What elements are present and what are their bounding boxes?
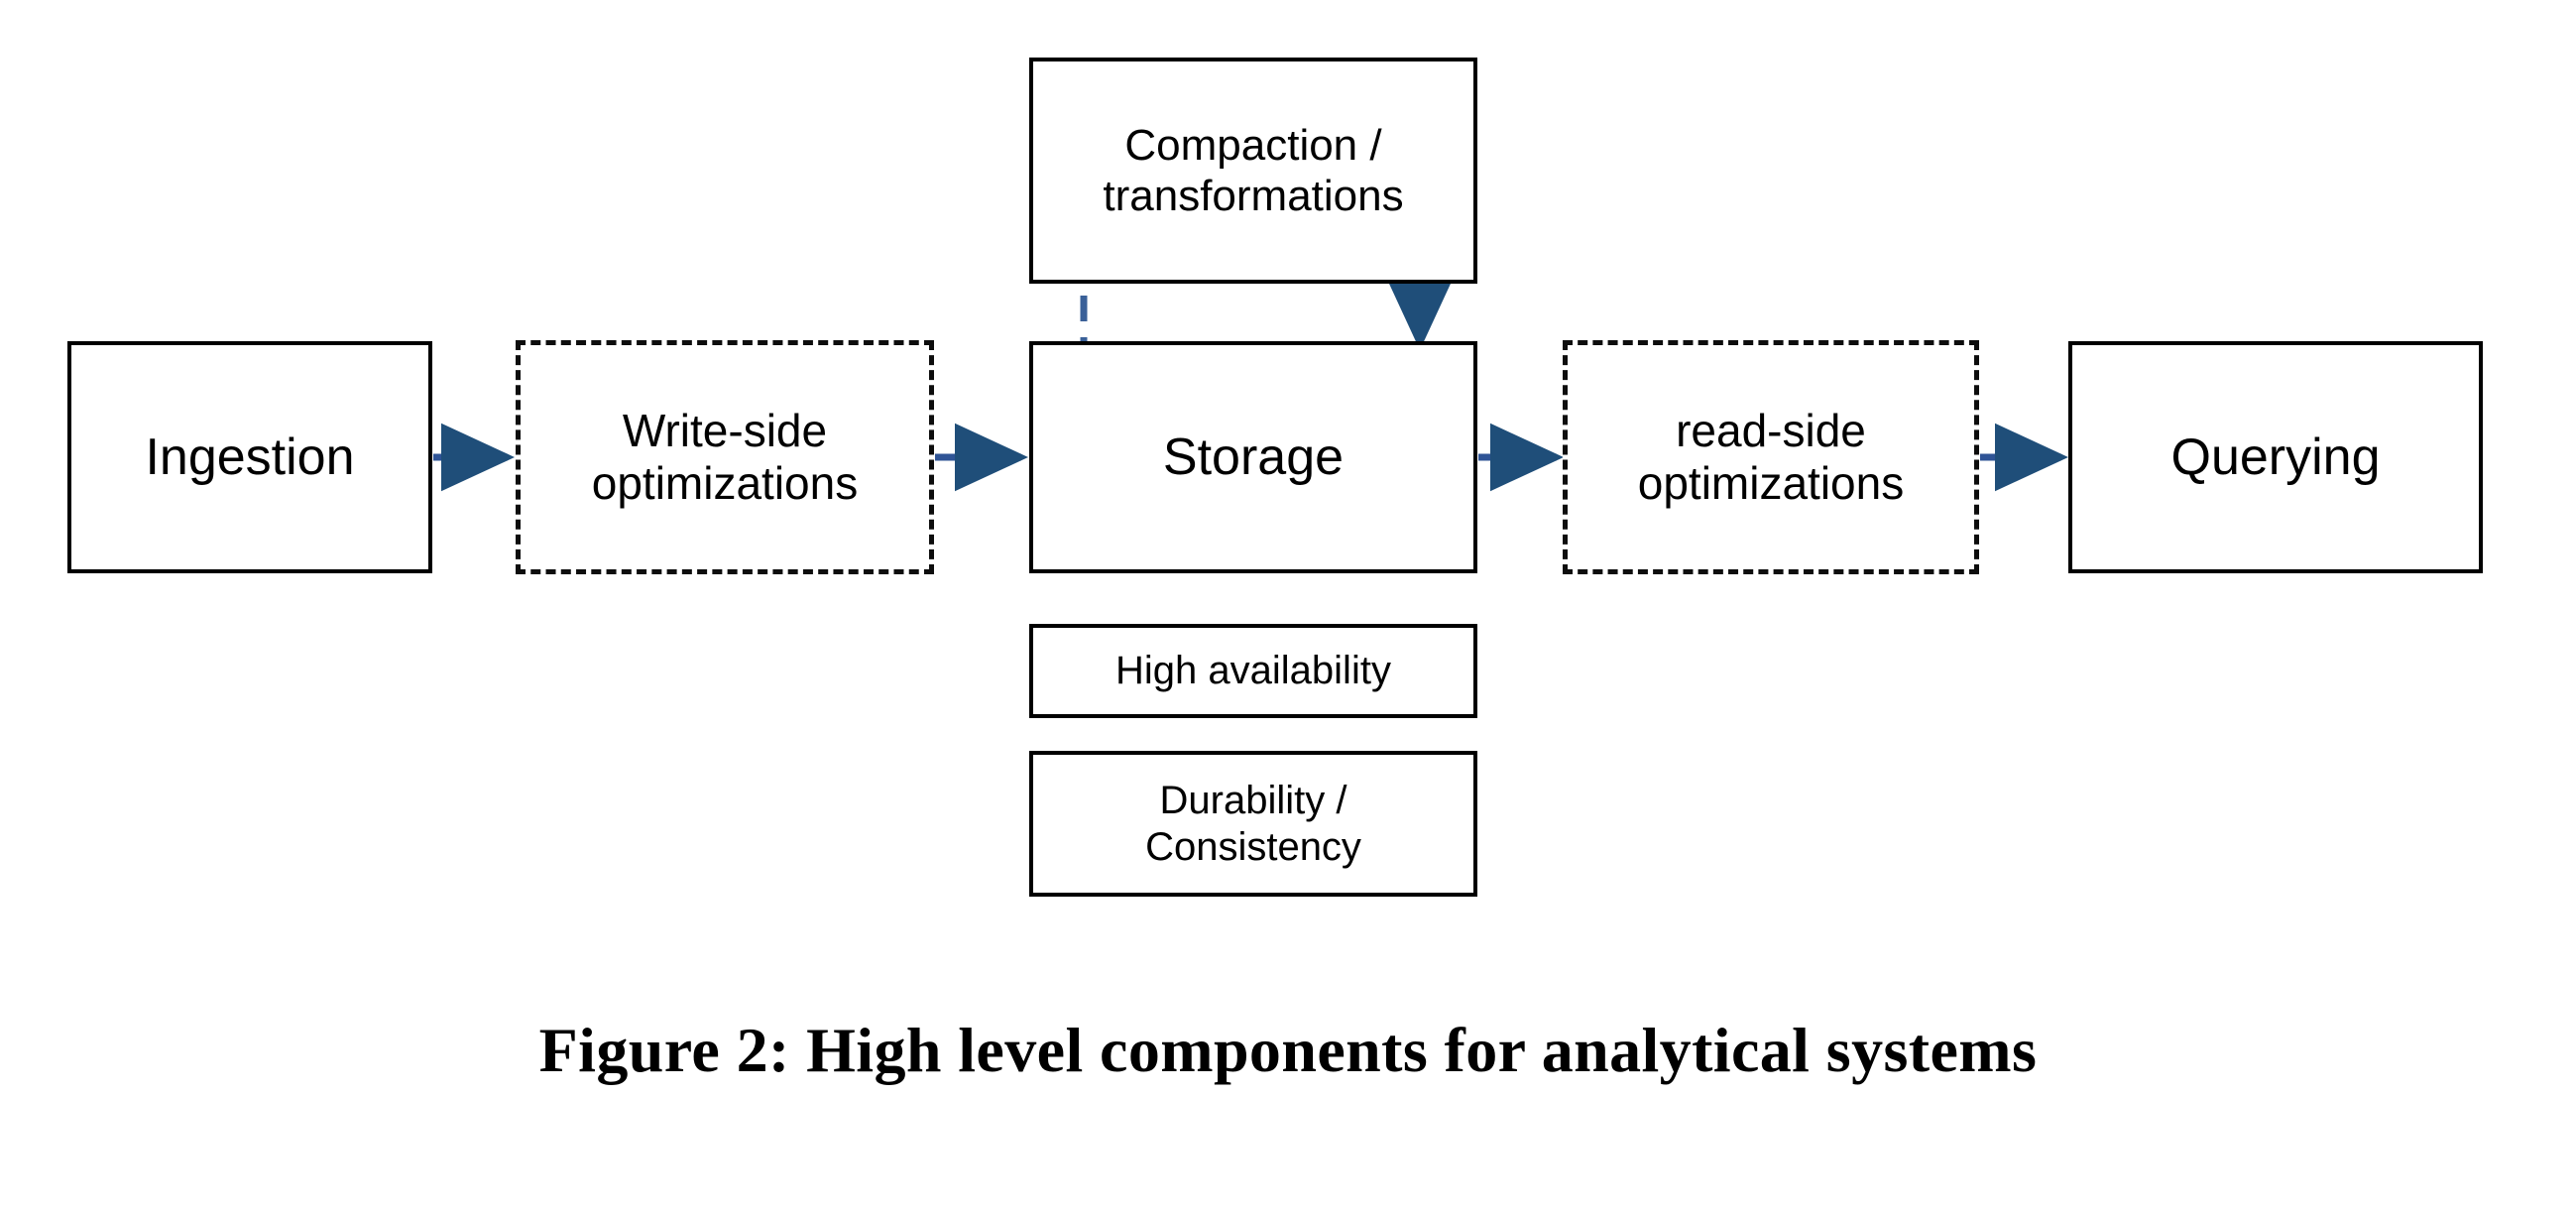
node-compaction[interactable]: Compaction / transformations: [1029, 58, 1477, 284]
node-compaction-label: Compaction / transformations: [1103, 120, 1404, 220]
node-read-side-optimizations-label: read-side optimizations: [1637, 404, 1905, 509]
node-storage[interactable]: Storage: [1029, 341, 1477, 573]
node-high-availability[interactable]: High availability: [1029, 624, 1477, 718]
node-durability-consistency[interactable]: Durability / Consistency: [1029, 751, 1477, 897]
node-ingestion-label: Ingestion: [145, 427, 355, 486]
node-querying[interactable]: Querying: [2068, 341, 2483, 573]
node-write-side-optimizations-label: Write-side optimizations: [591, 404, 859, 509]
node-ingestion[interactable]: Ingestion: [67, 341, 432, 573]
figure-caption: Figure 2: High level components for anal…: [538, 1015, 2038, 1085]
node-querying-label: Querying: [2170, 427, 2381, 486]
node-read-side-optimizations[interactable]: read-side optimizations: [1563, 340, 1979, 574]
node-storage-label: Storage: [1162, 427, 1345, 486]
node-durability-consistency-label: Durability / Consistency: [1145, 779, 1361, 869]
node-write-side-optimizations[interactable]: Write-side optimizations: [516, 340, 934, 574]
node-high-availability-label: High availability: [1115, 649, 1391, 693]
